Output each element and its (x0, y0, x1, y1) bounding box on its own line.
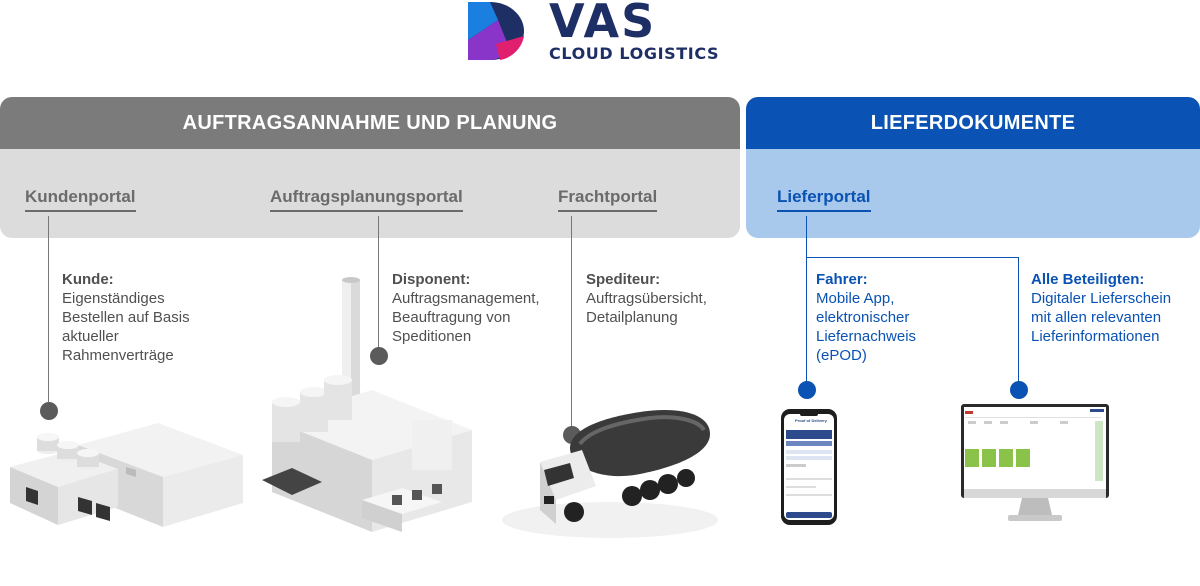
desktop-monitor-illustration (961, 404, 1109, 521)
factory-illustration (262, 277, 472, 532)
connector-fahrer (806, 216, 807, 382)
connector-dot-beteiligte (1010, 381, 1028, 399)
portal-frachtportal[interactable]: Frachtportal (558, 187, 658, 212)
portal-auftragsplanungsportal[interactable]: Auftragsplanungsportal (270, 187, 463, 212)
role-spediteur: Spediteur: Auftragsübersicht, Detailplan… (586, 271, 707, 326)
warehouse-illustration (10, 423, 243, 527)
role-fahrer-label: Fahrer: (816, 271, 868, 288)
connector-kunde (48, 216, 49, 402)
logo-tagline: CLOUD LOGISTICS (549, 44, 720, 63)
portal-lieferportal[interactable]: Lieferportal (777, 187, 871, 212)
role-kunde: Kunde: Eigenständiges Bestellen auf Basi… (62, 271, 190, 364)
vas-logo-icon (468, 2, 524, 60)
connector-dot-kunde (40, 402, 58, 420)
section-header-planung: AUFTRAGSANNAHME UND PLANUNG (0, 97, 740, 149)
role-beteiligte-label: Alle Beteiligten: (1031, 271, 1145, 288)
role-spediteur-label: Spediteur: (586, 271, 661, 288)
connector-dot-fahrer (798, 381, 816, 399)
portal-band-left (0, 149, 740, 238)
phone-screen-title: Proof of Delivery (795, 418, 828, 423)
connector-spediteur (571, 216, 572, 426)
role-beteiligte: Alle Beteiligten: Digitaler Lieferschein… (1031, 271, 1172, 345)
connector-beteiligte (1018, 257, 1019, 382)
tanker-truck-illustration (502, 410, 718, 538)
portal-band-right (746, 149, 1200, 238)
connector-dot-disponent (370, 347, 388, 365)
connector-branch (806, 257, 1019, 258)
role-kunde-label: Kunde: (62, 271, 114, 288)
connector-disponent (378, 216, 379, 348)
role-fahrer: Fahrer: Mobile App, elektronischer Liefe… (816, 271, 917, 364)
portal-kundenportal[interactable]: Kundenportal (25, 187, 136, 212)
logo-brand: VAS (549, 0, 657, 48)
role-disponent-label: Disponent: (392, 271, 471, 288)
section-header-lieferdokumente: LIEFERDOKUMENTE (746, 97, 1200, 149)
mobile-phone-illustration (781, 409, 837, 525)
role-disponent: Disponent: Auftragsmanagement, Beauftrag… (392, 271, 540, 345)
